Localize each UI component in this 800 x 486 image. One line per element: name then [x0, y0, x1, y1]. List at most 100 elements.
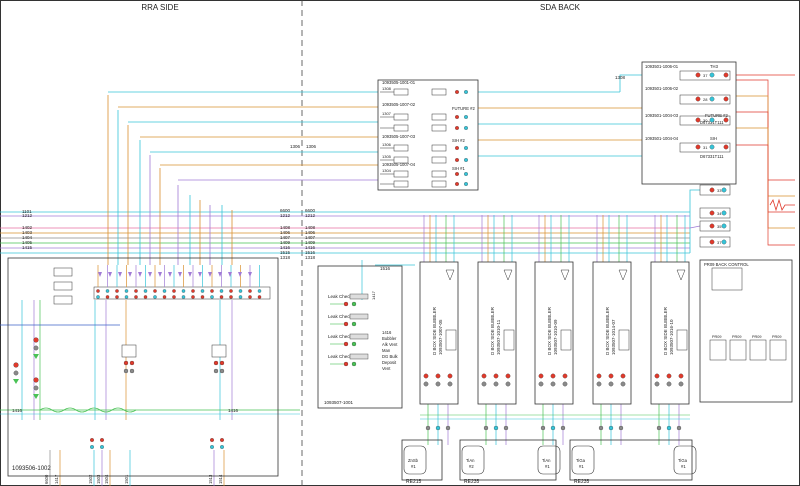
- top-panel-label: 1093505-1007-04: [382, 162, 416, 167]
- reactor-box: [459, 439, 557, 481]
- valve-dot: [343, 321, 349, 327]
- valve-dot: [493, 425, 499, 431]
- valve-number: 37: [703, 73, 708, 78]
- arrow-marker: [218, 272, 222, 277]
- bottom-wire-label: 1502: [88, 474, 93, 484]
- terminal-dot: [229, 289, 233, 293]
- valve-frame: [679, 94, 731, 105]
- valve-dot: [33, 337, 39, 343]
- backcontrol-label: PR09: [732, 335, 742, 339]
- reactor-box: [401, 439, 443, 481]
- valve-dot: [678, 373, 684, 379]
- bubbler-frame: [592, 261, 632, 405]
- valve-dot: [464, 158, 468, 162]
- terminal-dot: [238, 295, 243, 299]
- valve-dot: [455, 182, 459, 186]
- bottom-wire-label: 1503: [96, 474, 101, 484]
- valve-dot: [540, 425, 546, 431]
- valve-number: 33: [717, 188, 722, 193]
- bus-label-mid-right: 1318: [305, 255, 316, 260]
- valve-dot: [709, 144, 715, 150]
- terminal-dot: [162, 295, 167, 299]
- bubbler-frame: [419, 261, 459, 405]
- terminal-dot: [210, 289, 214, 293]
- reactor-item: TiAn: [542, 458, 551, 463]
- valve-dot: [709, 223, 715, 229]
- valve-dot: [620, 381, 626, 387]
- valve-frame: [699, 236, 731, 248]
- valve-dot: [13, 362, 19, 368]
- bus-label-mid-right: 1406: [305, 230, 316, 235]
- feed-wire: [619, 74, 645, 92]
- bubbler-valve: [503, 269, 513, 281]
- arrow-marker: [228, 272, 232, 277]
- valve-dot: [562, 373, 568, 379]
- backcontrol-label: PR09: [712, 335, 722, 339]
- top-panel-wire: 1308: [382, 86, 392, 91]
- bus-label-left: 1405: [22, 240, 33, 245]
- valve-dot: [620, 373, 626, 379]
- terminal-dot: [229, 295, 233, 299]
- bus-label-left: 1404: [22, 235, 33, 240]
- bubbler-gauge: [676, 329, 688, 351]
- valve-block: [431, 180, 447, 188]
- valve-dot: [723, 72, 729, 78]
- valve-dot: [695, 117, 701, 123]
- terminal-dot: [248, 295, 252, 299]
- valve-frame: [679, 115, 731, 126]
- valve-dot: [464, 126, 468, 130]
- wire-layer: [0, 74, 795, 486]
- reactor-item: #1: [681, 464, 686, 469]
- valve-dot: [447, 373, 453, 379]
- bus-label-mid-right: 1416: [305, 245, 316, 250]
- top-panel-label: FUTURE #2: [452, 106, 475, 111]
- bus-label-left: 1212: [22, 213, 33, 218]
- bubbler-frame: [534, 261, 574, 405]
- wave-wire: [39, 407, 137, 413]
- reactor-item: ZnSb: [408, 458, 419, 463]
- valve-dot: [483, 425, 489, 431]
- leak-right-label: Bubbler: [382, 336, 397, 341]
- leak-check-label: Leak Check: [328, 354, 353, 359]
- bubbler-gauge: [503, 329, 515, 351]
- bus-label-mid-right: 1408: [305, 225, 316, 230]
- backcontrol-cell: [749, 339, 767, 361]
- right-panel-label: FUTURE #2: [705, 113, 728, 118]
- valve-dot: [721, 239, 727, 245]
- valve-frame: [699, 184, 731, 196]
- valve-block: [431, 144, 447, 152]
- reactor-vessel: [537, 445, 561, 475]
- valve-dot: [129, 368, 135, 374]
- valve-block: [393, 88, 409, 96]
- resistor-symbol: [769, 198, 795, 212]
- top-panel-label: 1093505-1001-01: [382, 80, 416, 85]
- valve-dot: [560, 425, 566, 431]
- bus-label-mid: 1212: [280, 213, 291, 218]
- valve-dot: [435, 425, 441, 431]
- bus-label-left: 1415: [22, 245, 33, 250]
- bubbler-label: D BOX SIDE BUBBLER: [547, 306, 552, 355]
- valve-dot: [455, 115, 459, 119]
- terminal-dot: [153, 295, 157, 299]
- leak-block: [349, 293, 369, 300]
- bus-label-mid-right: 1516: [305, 250, 316, 255]
- top-panel-wire: 1305: [382, 154, 392, 159]
- wire-label: 1416: [228, 408, 239, 413]
- bus-label-mid-right: 1409: [305, 240, 316, 245]
- backcontrol-cell: [769, 339, 787, 361]
- valve-dot: [464, 182, 468, 186]
- terminal-dot: [219, 289, 224, 293]
- arrow-marker: [158, 272, 162, 277]
- reactor-item: TiGa: [678, 458, 688, 463]
- valve-dot: [654, 373, 660, 379]
- bus-label-mid: 1318: [280, 255, 291, 260]
- terminal-dot: [172, 289, 176, 293]
- terminal-dot: [105, 289, 110, 293]
- terminal-dot: [143, 289, 148, 293]
- bus-label-mid: 1406: [280, 230, 291, 235]
- right-edge-wire: [736, 95, 795, 197]
- terminal-dot: [134, 295, 138, 299]
- left-control-box: [7, 257, 279, 477]
